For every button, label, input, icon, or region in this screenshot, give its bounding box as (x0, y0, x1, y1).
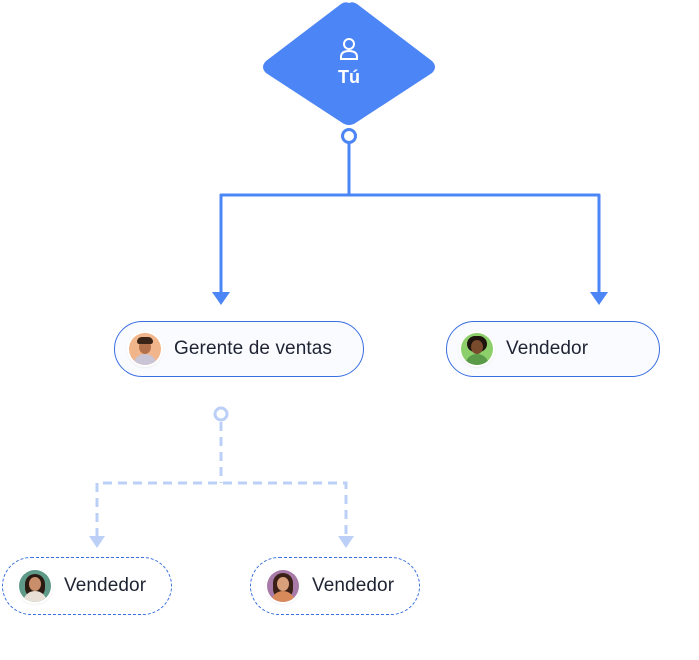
node-label: Gerente de ventas (174, 338, 333, 359)
node-gerente-de-ventas[interactable]: Gerente de ventas (114, 321, 364, 377)
node-vendedor-top[interactable]: Vendedor (446, 321, 660, 377)
arrow-to-vendedor-left (89, 536, 105, 548)
node-label: Vendedor (506, 338, 589, 359)
avatar (267, 570, 299, 602)
node-vendedor-bottom-right[interactable]: Vendedor (250, 557, 420, 615)
avatar (461, 333, 493, 365)
node-label: Vendedor (64, 575, 147, 596)
arrow-to-vendedor-top (590, 292, 608, 305)
gerente-connector (95, 422, 348, 537)
arrow-to-vendedor-right (338, 536, 354, 548)
avatar (129, 333, 161, 365)
avatar (19, 570, 51, 602)
root-title: Tú (338, 67, 360, 87)
node-label: Vendedor (312, 575, 395, 596)
user-icon (340, 38, 358, 60)
node-vendedor-bottom-left[interactable]: Vendedor (2, 557, 172, 615)
root-diamond[interactable] (263, 2, 435, 126)
gerente-connector-handle[interactable] (213, 406, 229, 422)
root-connector (219, 143, 601, 295)
root-connector-handle[interactable] (341, 128, 357, 144)
arrow-to-gerente (212, 292, 230, 305)
